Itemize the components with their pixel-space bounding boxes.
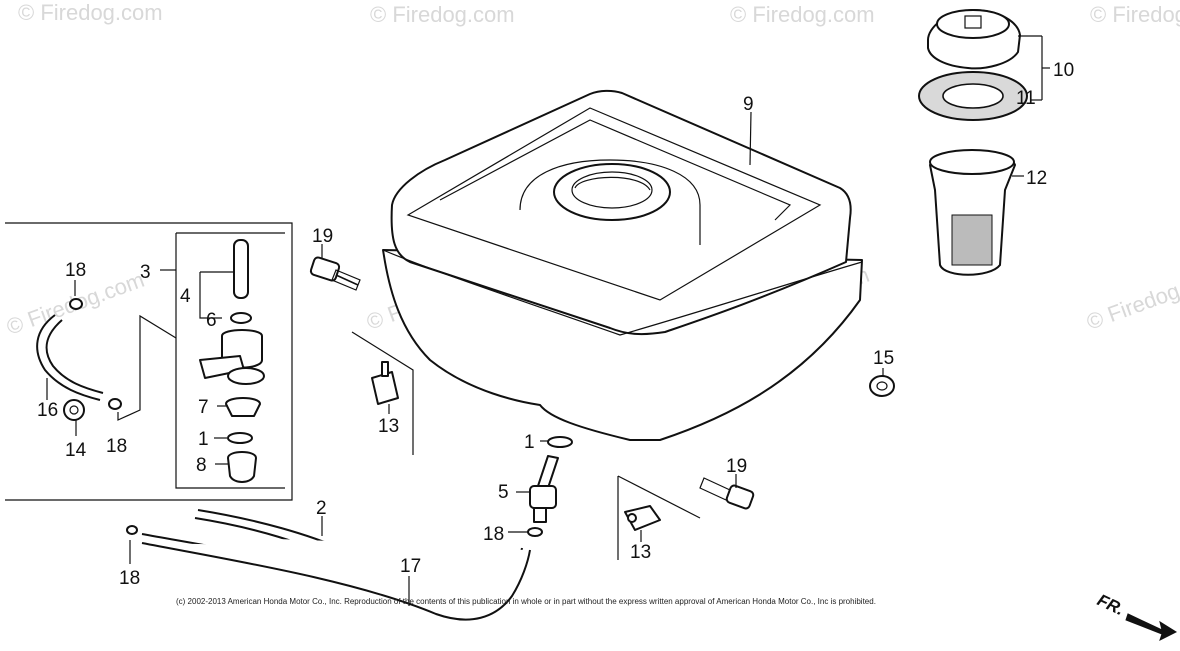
callout-11: 11 <box>1016 88 1036 109</box>
callout-7: 7 <box>198 397 209 418</box>
fuel-cock-outer-frame <box>5 222 293 501</box>
callout-19-left: 19 <box>312 226 333 247</box>
callout-9: 9 <box>743 94 754 115</box>
fuel-cock-inner-frame <box>175 233 285 489</box>
front-label: FR. <box>1094 590 1127 619</box>
watermark-1: © Firedog.com <box>18 0 163 25</box>
tube-clip-18-d <box>527 527 543 537</box>
callout-15: 15 <box>873 348 894 369</box>
fuel-strainer <box>929 149 1016 276</box>
fuel-tank-top-panel <box>406 107 822 301</box>
callout-13-left: 13 <box>378 416 399 437</box>
callout-4: 4 <box>180 286 191 307</box>
callout-14: 14 <box>65 440 87 461</box>
cap-gasket <box>918 71 1028 121</box>
watermark-7: © Firedog.com <box>1083 262 1180 335</box>
tube-clip-18-c <box>126 525 138 535</box>
assembly-frames <box>5 222 701 560</box>
tube-clip-18-a <box>69 298 83 310</box>
callout-16: 16 <box>37 400 58 421</box>
callout-18-c: 18 <box>119 568 140 589</box>
o-ring-6 <box>230 312 252 324</box>
fuel-tank <box>382 89 863 441</box>
callout-13-right: 13 <box>630 542 651 563</box>
grommet-14 <box>63 399 85 421</box>
bracket-frame-1 <box>351 331 414 455</box>
tank-bracket-2 <box>624 505 661 531</box>
callout-3: 3 <box>140 262 151 283</box>
front-direction-indicator: FR. <box>1094 590 1178 641</box>
fuel-cock-packing-7 <box>225 397 261 417</box>
watermark-3: © Firedog.com <box>730 2 875 27</box>
flange-bolt-left <box>309 256 361 291</box>
washer-1-right <box>547 436 573 448</box>
callout-18-a: 18 <box>65 260 86 281</box>
fuel-cup-8 <box>227 451 257 483</box>
front-arrow-icon <box>1125 613 1178 641</box>
fuel-cock-assembly <box>199 239 265 483</box>
callout-8: 8 <box>196 455 207 476</box>
watermark-4: © Firedog.com <box>1090 2 1180 27</box>
tube-clips <box>69 298 543 537</box>
tube-clip-18-b <box>108 398 122 410</box>
callout-2: 2 <box>316 498 327 519</box>
callout-18-d: 18 <box>483 524 504 545</box>
callout-6: 6 <box>206 310 217 331</box>
leader-lines <box>46 35 1050 606</box>
callout-19-right: 19 <box>726 456 747 477</box>
fuel-hoses <box>36 314 531 621</box>
copyright-notice: (c) 2002-2013 American Honda Motor Co., … <box>176 597 876 606</box>
callout-5: 5 <box>498 482 509 503</box>
callout-10: 10 <box>1053 60 1074 81</box>
flange-bolt-right <box>699 477 755 510</box>
callouts: 9 10 11 12 19 19 15 18 3 4 6 7 1 8 16 14… <box>37 60 1074 589</box>
callout-1-right: 1 <box>524 432 535 453</box>
callout-1-left: 1 <box>198 429 209 450</box>
watermark-2: © Firedog.com <box>370 2 515 27</box>
tank-bracket-1 <box>371 361 399 405</box>
callout-17: 17 <box>400 556 421 577</box>
callout-12: 12 <box>1026 168 1047 189</box>
washer-1-left <box>227 432 253 444</box>
fuel-cock-5 <box>529 436 573 523</box>
fuel-filler-cap <box>927 9 1021 70</box>
fuel-strainer-4 <box>233 239 249 299</box>
grommet-15 <box>869 375 895 397</box>
callout-18-b: 18 <box>106 436 127 457</box>
bracket-frame-2 <box>617 475 701 519</box>
